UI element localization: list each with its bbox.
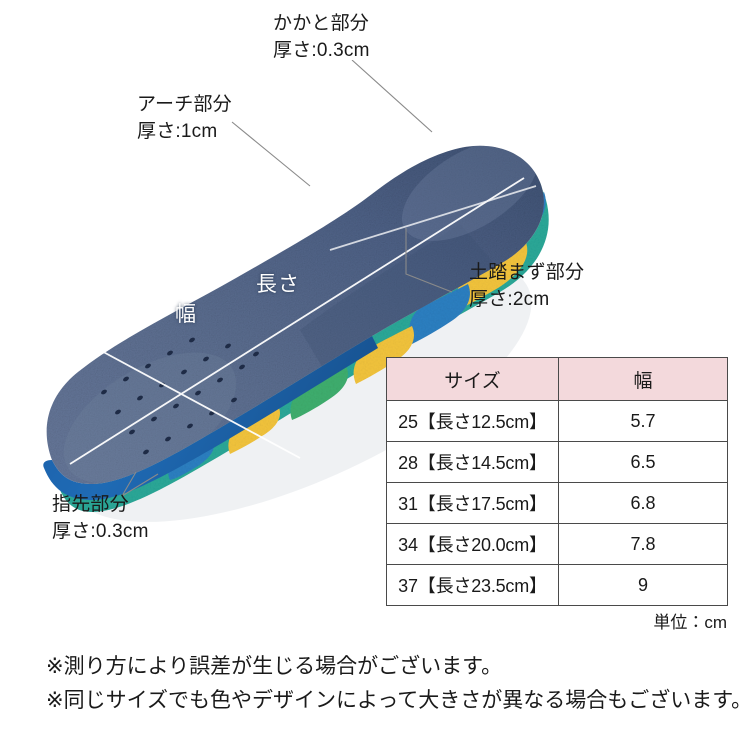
table-row: 31【長さ17.5cm】 6.8 [386,482,728,524]
leader-line-toe [121,471,159,497]
footnotes: ※測り方により誤差が生じる場合がございます。 ※同じサイズでも色やデザインによっ… [46,650,740,718]
cell-size: 37【長さ23.5cm】 [386,564,559,606]
cell-size: 34【長さ20.0cm】 [386,523,559,565]
table-row: 25【長さ12.5cm】 5.7 [386,400,728,442]
callout-heel-value: 厚さ:0.3cm [273,39,370,61]
table-row: 28【長さ14.5cm】 6.5 [386,441,728,483]
callout-arch-support-value: 厚さ:2cm [469,288,550,310]
insole-product-photo [0,60,600,530]
column-header-size: サイズ [386,357,559,401]
leader-line-heel [351,60,433,133]
table-row: 37【長さ23.5cm】 9 [386,564,728,606]
insole-blue-edge [43,336,379,500]
callout-arch-title: アーチ部分 [137,94,232,115]
cell-width: 9 [558,564,728,606]
cell-size: 28【長さ14.5cm】 [386,441,559,483]
leader-line-arch [231,121,311,187]
cell-width: 6.5 [558,441,728,483]
size-table-container: サイズ 幅 25【長さ12.5cm】 5.7 28【長さ14.5cm】 6.5 … [386,357,728,606]
cell-width: 6.8 [558,482,728,524]
callout-heel: かかと部分 厚さ:0.3cm [273,11,370,65]
cell-size: 31【長さ17.5cm】 [386,482,559,524]
measurement-lines [69,177,537,465]
heel-highlight [401,145,539,241]
column-header-width: 幅 [558,357,728,401]
perforation-holes [101,337,259,455]
leader-line-arch-support [405,228,453,293]
callout-toe: 指先部分 厚さ:0.3cm [52,492,149,546]
cell-width: 5.7 [558,400,728,442]
size-table: サイズ 幅 25【長さ12.5cm】 5.7 28【長さ14.5cm】 6.5 … [386,357,728,606]
callout-arch-support: 土踏まず部分 厚さ:2cm [469,260,584,314]
size-table-body: 25【長さ12.5cm】 5.7 28【長さ14.5cm】 6.5 31【長さ1… [386,400,728,606]
callout-arch-value: 厚さ:1cm [137,120,218,142]
width-measure-line [95,347,301,459]
forefoot-highlight [63,352,237,484]
footnote-size-variation: ※同じサイズでも色やデザインによって大きさが異なる場合もございます。 [46,689,740,713]
table-row: 34【長さ20.0cm】 7.8 [386,523,728,565]
table-header-row: サイズ 幅 [386,357,728,401]
arch-shading [300,224,500,380]
callout-arch: アーチ部分 厚さ:1cm [137,92,232,146]
length-measure-line-upper [329,185,537,251]
callout-heel-title: かかと部分 [273,13,370,34]
callout-toe-title: 指先部分 [52,494,129,515]
length-label: 長さ [256,273,300,296]
size-table-head: サイズ 幅 [386,357,728,401]
callout-arch-support-title: 土踏まず部分 [469,262,585,283]
footnote-measurement-tolerance: ※測り方により誤差が生じる場合がございます。 [46,655,503,678]
callout-toe-value: 厚さ:0.3cm [52,520,149,542]
cell-size: 25【長さ12.5cm】 [386,400,559,442]
leader-lines [121,60,453,497]
cell-width: 7.8 [558,523,728,565]
width-label: 幅 [175,303,197,326]
unit-note: 単位：cm [653,613,727,632]
length-measure-line [69,177,525,465]
